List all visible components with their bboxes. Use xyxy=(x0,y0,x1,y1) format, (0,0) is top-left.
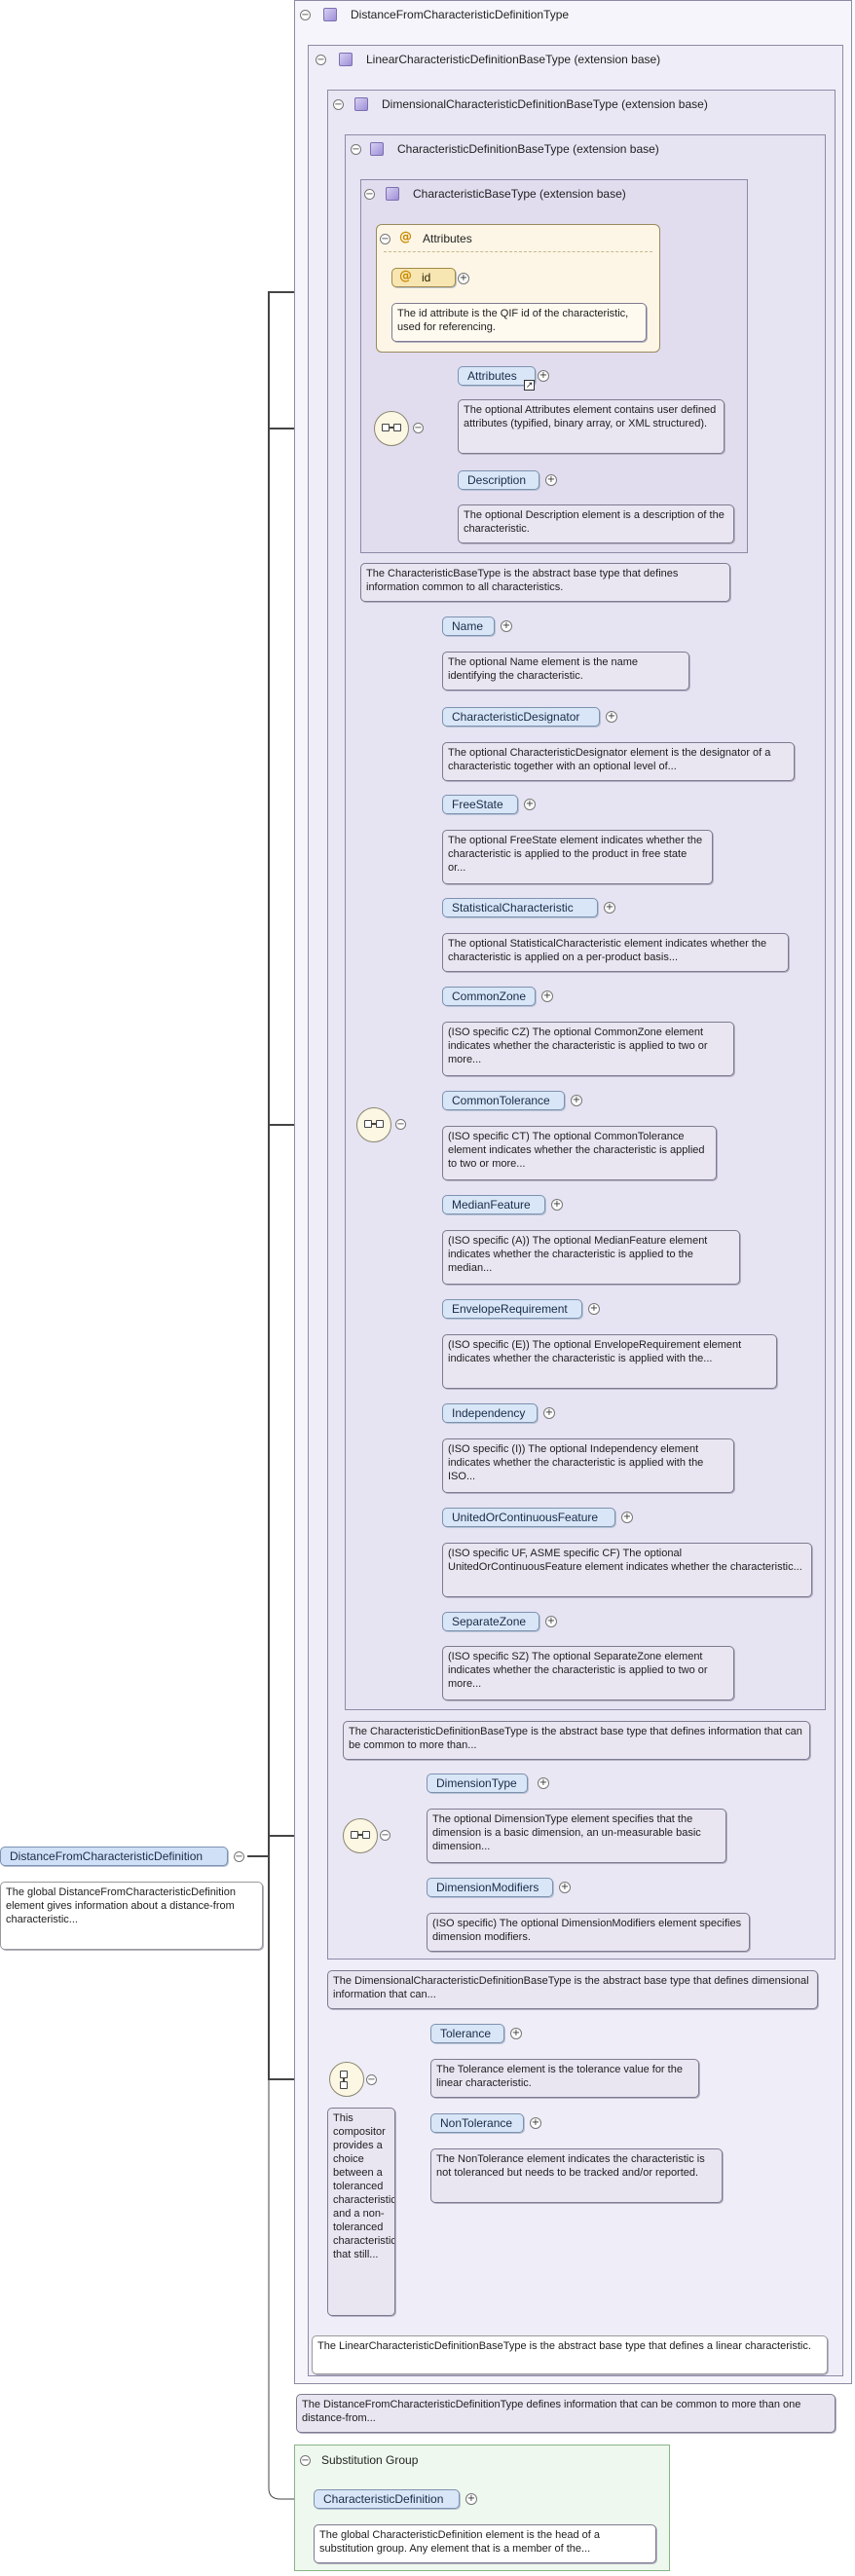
free-state-doc: The optional FreeState element indicates… xyxy=(442,830,713,884)
root-element[interactable]: DistanceFromCharacteristicDefinition xyxy=(0,1847,228,1866)
envelope-requirement-doc: (ISO specific (E)) The optional Envelope… xyxy=(442,1334,777,1389)
collapse-minus-icon[interactable]: − xyxy=(300,10,311,20)
expand-plus-icon[interactable]: + xyxy=(545,1616,557,1627)
attributes-divider xyxy=(384,251,652,252)
expand-plus-icon[interactable]: + xyxy=(545,474,557,486)
linear-type-doc: The LinearCharacteristicDefinitionBaseTy… xyxy=(312,2335,828,2374)
expand-plus-icon[interactable]: + xyxy=(543,1407,555,1419)
expand-plus-icon[interactable]: + xyxy=(538,370,549,382)
distance-type-doc: The DistanceFromCharacteristicDefinition… xyxy=(296,2394,836,2433)
complex-type-icon xyxy=(386,187,399,201)
collapse-minus-icon[interactable]: − xyxy=(316,55,326,65)
common-zone-doc: (ISO specific CZ) The optional CommonZon… xyxy=(442,1022,734,1076)
expand-plus-icon[interactable]: + xyxy=(538,1777,549,1789)
linear-type-title[interactable]: LinearCharacteristicDefinitionBaseType (… xyxy=(366,53,661,66)
id-attribute-doc: The id attribute is the QIF id of the ch… xyxy=(391,303,647,342)
dimension-modifiers-element[interactable]: DimensionModifiers xyxy=(427,1878,553,1897)
sequence-compositor-icon[interactable] xyxy=(374,411,409,446)
non-tolerance-element[interactable]: NonTolerance xyxy=(430,2113,524,2133)
envelope-requirement-element[interactable]: EnvelopeRequirement xyxy=(442,1299,582,1319)
characteristic-definition-doc: The global CharacteristicDefinition elem… xyxy=(314,2524,656,2563)
expand-plus-icon[interactable]: + xyxy=(604,902,615,914)
expand-plus-icon[interactable]: + xyxy=(524,799,536,810)
substitution-group-title: Substitution Group xyxy=(321,2453,419,2467)
dimension-modifiers-doc: (ISO specific) The optional DimensionMod… xyxy=(427,1913,750,1952)
tolerance-doc: The Tolerance element is the tolerance v… xyxy=(430,2059,699,2098)
statistical-characteristic-element[interactable]: StatisticalCharacteristic xyxy=(442,898,598,917)
attribute-at-icon: @ xyxy=(399,269,412,283)
complex-type-icon xyxy=(339,53,353,66)
expand-plus-icon[interactable]: + xyxy=(621,1512,633,1523)
attributes-element-doc: The optional Attributes element contains… xyxy=(458,399,725,454)
non-tolerance-doc: The NonTolerance element indicates the c… xyxy=(430,2148,723,2203)
dimension-type-element[interactable]: DimensionType xyxy=(427,1773,528,1793)
collapse-minus-icon[interactable]: − xyxy=(380,234,390,244)
choice-compositor-icon[interactable] xyxy=(329,2062,364,2097)
common-tolerance-doc: (ISO specific CT) The optional CommonTol… xyxy=(442,1126,717,1180)
attribute-at-icon: @ xyxy=(399,230,412,244)
dimension-type-doc: The optional DimensionType element speci… xyxy=(427,1809,726,1863)
collapse-minus-icon[interactable]: − xyxy=(234,1851,244,1862)
median-feature-doc: (ISO specific (A)) The optional MedianFe… xyxy=(442,1230,740,1285)
sequence-compositor-icon[interactable] xyxy=(343,1818,378,1853)
choice-compositor-doc: This compositor provides a choice betwee… xyxy=(327,2108,395,2316)
collapse-minus-icon[interactable]: − xyxy=(380,1830,390,1841)
characteristic-designator-doc: The optional CharacteristicDesignator el… xyxy=(442,742,795,781)
independency-doc: (ISO specific (I)) The optional Independ… xyxy=(442,1438,734,1493)
expand-plus-icon[interactable]: + xyxy=(458,273,469,284)
dimensional-type-title[interactable]: DimensionalCharacteristicDefinitionBaseT… xyxy=(382,97,708,111)
base-type-title[interactable]: CharacteristicBaseType (extension base) xyxy=(413,187,626,201)
base-type-doc: The CharacteristicBaseType is the abstra… xyxy=(360,563,730,602)
complex-type-icon xyxy=(323,8,337,21)
free-state-element[interactable]: FreeState xyxy=(442,795,518,814)
description-element[interactable]: Description xyxy=(458,470,539,490)
expand-plus-icon[interactable]: + xyxy=(501,620,512,632)
common-zone-element[interactable]: CommonZone xyxy=(442,987,536,1006)
root-doc: The global DistanceFromCharacteristicDef… xyxy=(0,1882,263,1950)
attributes-element[interactable]: Attributes xyxy=(458,366,536,386)
separate-zone-element[interactable]: SeparateZone xyxy=(442,1612,539,1631)
definition-type-doc: The CharacteristicDefinitionBaseType is … xyxy=(343,1721,810,1760)
collapse-minus-icon[interactable]: − xyxy=(413,423,424,433)
statistical-characteristic-doc: The optional StatisticalCharacteristic e… xyxy=(442,933,789,972)
definition-type-title[interactable]: CharacteristicDefinitionBaseType (extens… xyxy=(397,142,659,156)
collapse-minus-icon[interactable]: − xyxy=(395,1119,406,1130)
expand-plus-icon[interactable]: + xyxy=(510,2028,522,2039)
expand-plus-icon[interactable]: + xyxy=(571,1095,582,1106)
attributes-group-title: Attributes xyxy=(423,232,472,245)
characteristic-definition-element[interactable]: CharacteristicDefinition xyxy=(314,2489,460,2509)
collapse-minus-icon[interactable]: − xyxy=(351,144,361,155)
tolerance-element[interactable]: Tolerance xyxy=(430,2024,504,2043)
collapse-minus-icon[interactable]: − xyxy=(300,2455,311,2466)
united-or-continuous-feature-element[interactable]: UnitedOrContinuousFeature xyxy=(442,1508,615,1527)
expand-plus-icon[interactable]: + xyxy=(465,2493,477,2505)
collapse-minus-icon[interactable]: − xyxy=(366,2074,377,2085)
collapse-minus-icon[interactable]: − xyxy=(364,189,375,200)
complex-type-icon xyxy=(354,97,368,111)
collapse-minus-icon[interactable]: − xyxy=(333,99,344,110)
id-attribute[interactable]: id xyxy=(391,268,456,287)
characteristic-designator-element[interactable]: CharacteristicDesignator xyxy=(442,707,600,727)
sequence-compositor-icon[interactable] xyxy=(356,1107,391,1142)
separate-zone-doc: (ISO specific SZ) The optional SeparateZ… xyxy=(442,1646,734,1700)
expand-plus-icon[interactable]: + xyxy=(541,990,553,1002)
dimensional-type-doc: The DimensionalCharacteristicDefinitionB… xyxy=(327,1970,818,2009)
complex-type-icon xyxy=(370,142,384,156)
name-element[interactable]: Name xyxy=(442,616,495,636)
median-feature-element[interactable]: MedianFeature xyxy=(442,1195,545,1214)
name-element-doc: The optional Name element is the name id… xyxy=(442,652,689,691)
common-tolerance-element[interactable]: CommonTolerance xyxy=(442,1091,565,1110)
expand-plus-icon[interactable]: + xyxy=(530,2117,541,2129)
distance-type-title[interactable]: DistanceFromCharacteristicDefinitionType xyxy=(351,8,570,21)
expand-plus-icon[interactable]: + xyxy=(588,1303,600,1315)
united-or-continuous-feature-doc: (ISO specific UF, ASME specific CF) The … xyxy=(442,1543,812,1597)
link-arrow-icon[interactable]: ↗ xyxy=(524,380,535,391)
expand-plus-icon[interactable]: + xyxy=(559,1882,571,1893)
expand-plus-icon[interactable]: + xyxy=(551,1199,563,1211)
independency-element[interactable]: Independency xyxy=(442,1403,538,1423)
expand-plus-icon[interactable]: + xyxy=(606,711,617,723)
description-element-doc: The optional Description element is a de… xyxy=(458,504,734,543)
